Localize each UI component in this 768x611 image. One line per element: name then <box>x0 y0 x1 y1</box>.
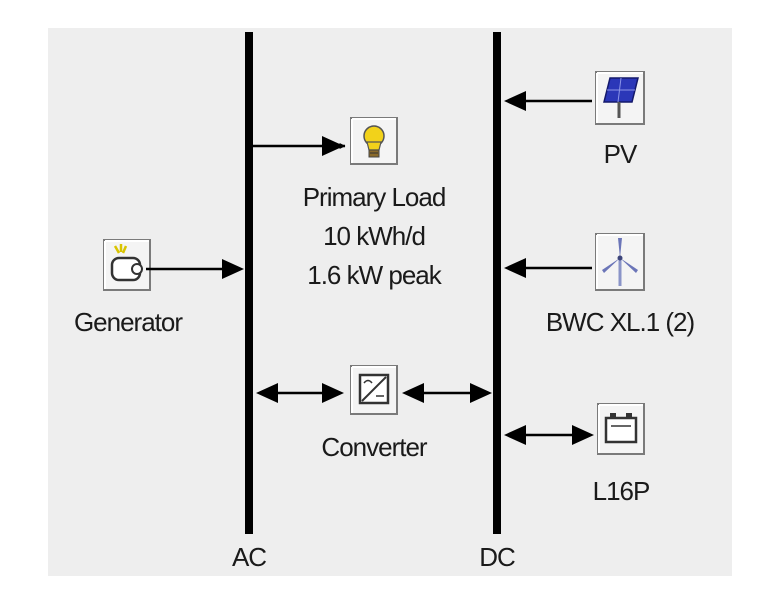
primary-load-peak: 1.6 kW peak <box>307 260 443 290</box>
generator-component[interactable] <box>103 239 151 291</box>
primary-load-energy: 10 kWh/d <box>323 221 425 251</box>
dc-bus-label: DC <box>479 542 515 572</box>
dc-battery-connector <box>504 425 594 445</box>
converter-component[interactable] <box>350 365 398 415</box>
converter-icon <box>358 373 390 405</box>
generator-icon <box>110 244 143 282</box>
wind-to-dc-connector <box>504 258 592 278</box>
generator-to-ac-connector <box>146 259 244 279</box>
solar-panel-icon <box>603 77 639 118</box>
ac-to-load-connector <box>253 136 346 156</box>
battery-component[interactable] <box>597 403 645 455</box>
wind-turbine-component[interactable] <box>595 233 645 291</box>
generator-label: Generator <box>74 307 183 337</box>
ac-converter-connector <box>256 383 344 403</box>
converter-dc-connector <box>402 383 492 403</box>
lightbulb-icon <box>363 125 385 158</box>
pv-label: PV <box>604 139 638 169</box>
battery-icon <box>604 413 638 444</box>
battery-label: L16P <box>593 476 650 506</box>
ac-bus-label: AC <box>232 542 266 572</box>
converter-label: Converter <box>321 432 427 462</box>
primary-load-component[interactable] <box>350 117 398 165</box>
pv-to-dc-connector <box>504 91 592 111</box>
wind-turbine-label: BWC XL.1 (2) <box>546 307 695 337</box>
primary-load-name: Primary Load <box>303 182 446 212</box>
wind-turbine-icon <box>602 238 638 286</box>
pv-component[interactable] <box>595 71 645 125</box>
